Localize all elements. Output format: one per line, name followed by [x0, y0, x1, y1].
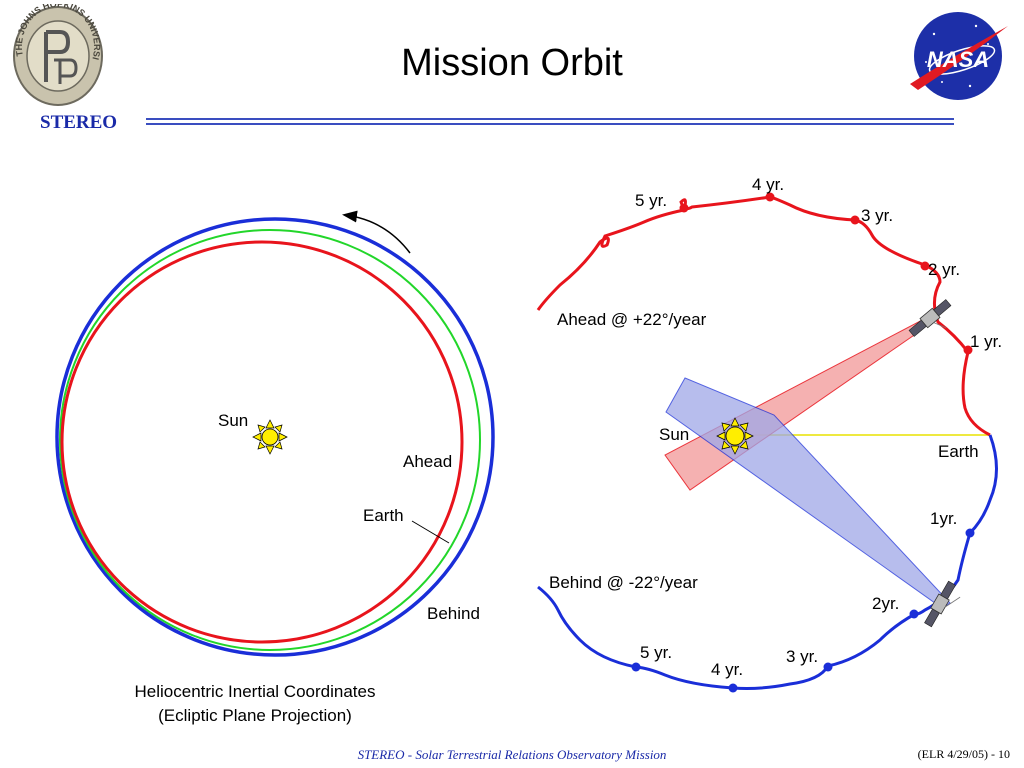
left-caption-line1: Heliocentric Inertial Coordinates: [135, 682, 376, 701]
header-rule-bottom: [146, 123, 954, 125]
ahead-2yr-label: 2 yr.: [928, 260, 960, 279]
behind-3yr-marker: [823, 662, 833, 672]
behind-2yr-label: 2yr.: [872, 594, 899, 613]
behind-3yr-label: 3 yr.: [786, 647, 818, 666]
ahead-4yr-label: 4 yr.: [752, 175, 784, 194]
ahead-1yr-marker: [963, 345, 973, 355]
jhu-seal-logo: THE JOHNS HOPKINS UNIVERSITY: [10, 4, 103, 106]
footer-mission-name: STEREO - Solar Terrestrial Relations Obs…: [357, 747, 667, 762]
ahead-2yr-marker: [920, 261, 930, 271]
right-sun-icon: [716, 417, 754, 455]
nasa-logo-text: NASA: [927, 47, 989, 72]
right-earth-label: Earth: [938, 442, 979, 461]
ahead-4yr-marker: [765, 192, 775, 202]
behind-5yr-marker: [631, 662, 641, 672]
ahead-orbit: [60, 240, 464, 644]
behind-2yr-marker: [909, 609, 919, 619]
left-orbit-diagram: Sun Ahead Earth Behind Heliocentric Iner…: [55, 210, 495, 725]
behind-4yr-marker: [728, 683, 738, 693]
brand-label: STEREO: [40, 112, 118, 133]
slide-title: Mission Orbit: [401, 42, 623, 84]
left-caption-line2: (Ecliptic Plane Projection): [158, 706, 352, 725]
behind-4yr-label: 4 yr.: [711, 660, 743, 679]
ahead-3yr-marker: [850, 215, 860, 225]
earth-leader-line: [411, 520, 450, 544]
left-sun-label: Sun: [218, 411, 248, 430]
left-behind-label: Behind: [427, 604, 480, 623]
earth-orbit: [59, 229, 481, 651]
right-behind-label: Behind @ -22°/year: [549, 573, 698, 592]
left-ahead-label: Ahead: [403, 452, 452, 471]
right-ahead-label: Ahead @ +22°/year: [557, 310, 707, 329]
header-rule-top: [146, 118, 954, 120]
behind-1yr-label: 1yr.: [930, 509, 957, 528]
footer-page-ref: (ELR 4/29/05) - 10: [917, 747, 1010, 761]
right-sun-label: Sun: [659, 425, 689, 444]
behind-1yr-marker: [965, 528, 975, 538]
orbit-direction-arrow: [342, 210, 411, 254]
behind-spacecraft-icon: [924, 580, 961, 628]
ahead-5yr-marker: [679, 203, 689, 213]
ahead-3yr-label: 3 yr.: [861, 206, 893, 225]
ahead-5yr-label: 5 yr.: [635, 191, 667, 210]
right-orbit-diagram: Ahead @ +22°/year Behind @ -22°/year Sun…: [536, 175, 1002, 693]
behind-view-wedge: [665, 377, 951, 609]
behind-5yr-label: 5 yr.: [640, 643, 672, 662]
nasa-logo: NASA: [910, 12, 1008, 100]
ahead-1yr-label: 1 yr.: [970, 332, 1002, 351]
left-sun-icon: [252, 419, 288, 455]
ahead-spacecraft-icon: [908, 299, 952, 337]
behind-orbit: [55, 217, 495, 657]
left-earth-label: Earth: [363, 506, 404, 525]
